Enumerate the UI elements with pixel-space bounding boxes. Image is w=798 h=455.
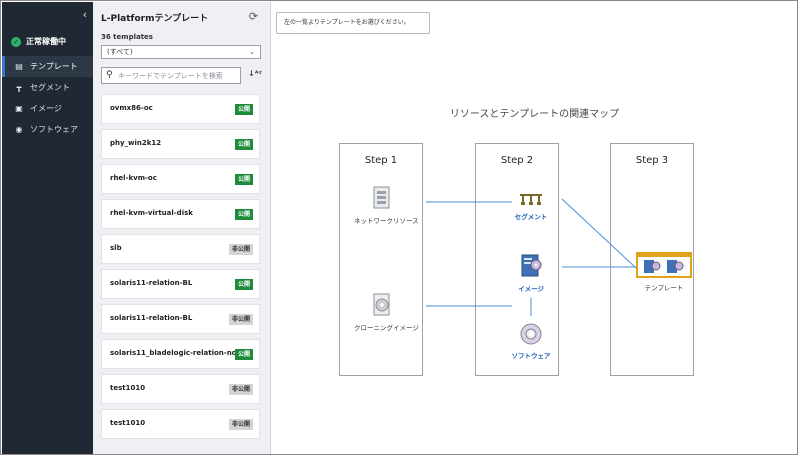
template-name: solaris11-relation-BL [110, 314, 193, 322]
network-resource-label: ネットワークリソース [354, 217, 419, 225]
image-icon: ▣ [15, 104, 23, 113]
map-title: リソースとテンプレートの関連マップ [449, 109, 620, 120]
step-1-box: Step 1 [339, 143, 423, 376]
network-resource-node[interactable]: ネットワークリソース [354, 185, 419, 225]
template-name: test1010 [110, 384, 146, 392]
status-badge: 公開 [234, 139, 253, 150]
step-label: Step 2 [500, 155, 534, 166]
sidebar-item-label: ソフトウェア [30, 125, 78, 134]
network-resource-icon [373, 186, 390, 209]
cloning-image-icon [373, 293, 390, 316]
image-node[interactable]: イメージ [501, 253, 561, 293]
sidebar-item-label: セグメント [30, 83, 70, 92]
template-card[interactable]: solaris11-relation-BL 非公開 [101, 304, 260, 334]
software-node[interactable]: ソフトウェア [501, 322, 561, 360]
template-search: ⚲ [101, 67, 241, 84]
template-name: phy_win2k12 [110, 139, 162, 147]
template-name: solaris11-relation-BL [110, 279, 193, 287]
template-card[interactable]: ovmx86-oc 公開 [101, 94, 260, 124]
template-icon: ▤ [15, 62, 23, 71]
cloning-image-node[interactable]: クローニングイメージ [354, 292, 419, 332]
sidebar: ‹ ✓ 正常稼働中 ▤ テンプレート ┳ セグメント ▣ イメージ ◉ ソフトウ… [2, 2, 93, 454]
segment-icon: ┳ [16, 83, 22, 92]
image-label: イメージ [518, 285, 544, 293]
segment-node[interactable]: セグメント [501, 191, 561, 221]
selection-hint: 左の一覧よりテンプレートをお選びください。 [276, 12, 430, 34]
software-label: ソフトウェア [511, 352, 551, 360]
step-2-box: Step 2 [475, 143, 559, 376]
template-window-icon [636, 252, 692, 278]
template-card[interactable]: test1010 非公開 [101, 374, 260, 404]
template-card[interactable]: test1010 非公開 [101, 409, 260, 439]
template-name: rhel-kvm-oc [110, 174, 157, 182]
status-badge: 公開 [234, 174, 253, 185]
template-card[interactable]: solaris11_bladelogic-relation-none 公開 [101, 339, 260, 369]
template-name: rhel-kvm-virtual-disk [110, 209, 193, 217]
panel-title: L-Platformテンプレート [101, 14, 209, 24]
software-icon: ◉ [15, 125, 23, 134]
sidebar-nav: ▤ テンプレート ┳ セグメント ▣ イメージ ◉ ソフトウェア [2, 56, 93, 140]
template-list: ovmx86-oc 公開 phy_win2k12 公開 rhel-kvm-oc … [101, 94, 260, 444]
template-card[interactable]: slb 非公開 [101, 234, 260, 264]
template-name: ovmx86-oc [110, 104, 153, 112]
sort-icon[interactable]: ↓ᴬᶻ [248, 69, 262, 78]
template-card[interactable]: solaris11-relation-BL 公開 [101, 269, 260, 299]
cloning-image-label: クローニングイメージ [354, 324, 419, 332]
filter-value: (すべて) [107, 48, 133, 56]
template-label: テンプレート [644, 284, 684, 292]
search-icon: ⚲ [106, 70, 113, 80]
sidebar-item-software[interactable]: ◉ ソフトウェア [2, 119, 93, 140]
template-name: test1010 [110, 419, 146, 427]
template-card[interactable]: phy_win2k12 公開 [101, 129, 260, 159]
status-badge: 公開 [234, 104, 253, 115]
collapse-sidebar-icon[interactable]: ‹ [82, 8, 87, 21]
sidebar-item-template[interactable]: ▤ テンプレート [2, 56, 93, 77]
segment-label: セグメント [514, 213, 548, 221]
sidebar-item-segment[interactable]: ┳ セグメント [2, 77, 93, 98]
status-badge: 公開 [234, 279, 253, 290]
template-count: 36 templates [101, 33, 153, 41]
template-card[interactable]: rhel-kvm-virtual-disk 公開 [101, 199, 260, 229]
image-icon [521, 254, 542, 277]
status-badge: 公開 [234, 349, 253, 360]
search-input[interactable] [118, 70, 238, 81]
template-node[interactable]: テンプレート [631, 252, 697, 292]
status-badge: 非公開 [228, 244, 253, 255]
status-badge: 非公開 [228, 314, 253, 325]
sidebar-item-label: テンプレート [30, 62, 78, 71]
system-status: ✓ 正常稼働中 [11, 36, 66, 47]
sidebar-item-image[interactable]: ▣ イメージ [2, 98, 93, 119]
refresh-icon[interactable]: ⟳ [248, 10, 258, 23]
segment-icon [520, 194, 542, 205]
template-card[interactable]: rhel-kvm-oc 公開 [101, 164, 260, 194]
sidebar-item-label: イメージ [30, 104, 62, 113]
template-panel: L-Platformテンプレート ⟳ 36 templates (すべて) ⌄ … [93, 2, 271, 454]
status-badge: 非公開 [228, 419, 253, 430]
template-name: slb [110, 244, 122, 252]
status-badge: 公開 [234, 209, 253, 220]
status-badge: 非公開 [228, 384, 253, 395]
template-name: solaris11_bladelogic-relation-none [110, 349, 247, 357]
chevron-down-icon: ⌄ [249, 48, 255, 56]
step-label: Step 1 [364, 155, 398, 166]
main-content: 左の一覧よりテンプレートをお選びください。 リソースとテンプレートの関連マップ … [272, 2, 797, 454]
step-label: Step 3 [635, 155, 669, 166]
visibility-filter-select[interactable]: (すべて) ⌄ [101, 45, 261, 59]
check-icon: ✓ [11, 36, 21, 47]
software-disc-icon [520, 323, 542, 345]
status-label: 正常稼働中 [26, 37, 66, 46]
